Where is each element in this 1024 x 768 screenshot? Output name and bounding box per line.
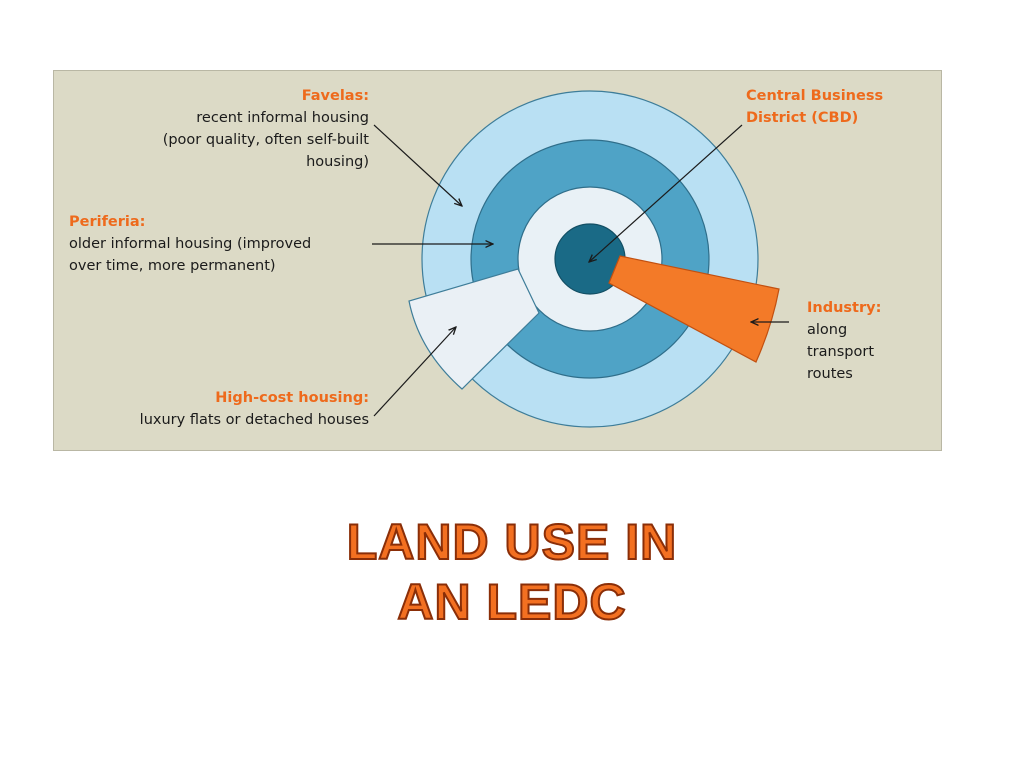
high-cost-housing-wedge [408,268,540,390]
industry-line-1: along [807,322,848,338]
land-use-rings [372,90,789,428]
cbd-pointer [589,124,743,262]
slide-title: LAND USE IN AN LEDC [0,512,1024,632]
land-use-diagram: Favelas: recent informal housing (poor q… [53,70,942,451]
cbd-heading-line-2: District (CBD) [746,110,859,126]
cbd-label: Central Business District (CBD) [746,85,883,129]
industry-label: Industry: along transport routes [807,297,881,385]
favelas-pointer [373,124,462,206]
high-cost-pointer [373,327,456,417]
industry-heading: Industry: [807,300,882,316]
industry-line-2: transport [807,344,874,360]
slide-title-line-2: AN LEDC [396,573,627,631]
industry-line-3: routes [807,366,853,382]
industry-wedge [608,255,780,363]
favelas-line-3: housing) [306,154,369,170]
periferia-line-2: over time, more permanent) [69,258,276,274]
periferia-label: Periferia: older informal housing (impro… [69,211,311,277]
cbd-heading-line-1: Central Business [746,88,884,104]
high-cost-line-1: luxury flats or detached houses [139,412,369,428]
favelas-line-2: (poor quality, often self-built [162,132,369,148]
favelas-heading: Favelas: [301,88,369,104]
high-cost-heading: High-cost housing: [215,390,369,406]
favelas-line-1: recent informal housing [196,110,369,126]
favelas-label: Favelas: recent informal housing (poor q… [163,85,369,173]
slide-title-line-1: LAND USE IN [346,513,678,571]
periferia-line-1: older informal housing (improved [69,236,312,252]
periferia-heading: Periferia: [69,214,146,230]
high-cost-label: High-cost housing: luxury flats or detac… [140,387,369,431]
